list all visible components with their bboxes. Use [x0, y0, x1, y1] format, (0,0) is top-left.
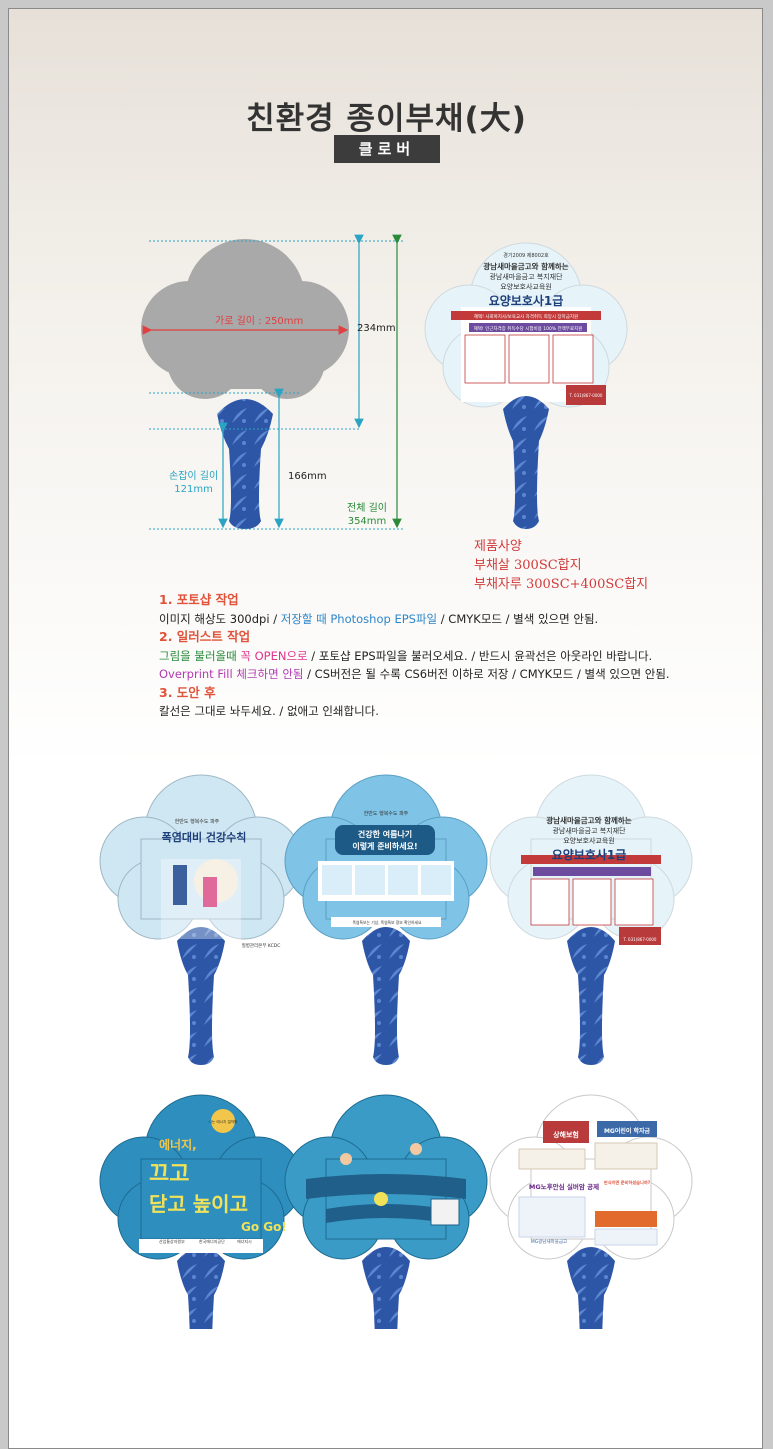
page-frame: 친환경 종이부채(大) 클로버: [8, 8, 763, 1449]
heat-org: 한반도 행복수도 파주: [175, 818, 220, 825]
page-title: 친환경 종이부채(大): [246, 101, 527, 137]
notes-s1-b: 저장할 때 Photoshop EPS파일: [280, 611, 438, 626]
energy-logo1: 산업통상자원부: [159, 1238, 185, 1244]
fan-samples-grid: 한반도 행복수도 파주 폭염대비 건강수칙 질병관리본부 KCDC 한반도 행복…: [99, 774, 693, 1329]
spec-line2: 부채살 300SC합지: [474, 558, 582, 573]
edu2-l3: 요양보호사교육원: [563, 836, 615, 845]
fan-handle-diagram: [217, 399, 273, 529]
subtitle-badge: 클로버: [334, 135, 440, 163]
spec-line1: 제품사양: [474, 539, 522, 554]
summer-footer: 폭염특보는 기상, 폭염특보 정보 확인하세요: [353, 920, 422, 925]
notes-s2-line1: 그림을 불러올때 꼭 OPEN으로 / 포토샵 EPS파일을 불러오세요. / …: [159, 647, 670, 666]
mg-t2: MG어린이 학자금: [604, 1127, 651, 1135]
mg-t3: MG노후안심 실버암 공제: [529, 1182, 599, 1191]
notes-s2-c: / 포토샵 EPS파일을 불러오세요. / 반드시 윤곽선은 아웃라인 바랍니다…: [307, 648, 653, 663]
energy-l3: 닫고 높이고: [149, 1192, 248, 1216]
height-label: 234mm: [357, 323, 396, 334]
handle-height-label: 166mm: [288, 471, 327, 482]
energy-logo2: 한국에너지공단: [199, 1238, 225, 1244]
fan-sample-education: [489, 774, 693, 1065]
energy-l4: Go Go!: [241, 1220, 287, 1234]
notes-s3-title: 3. 도안 후: [159, 684, 216, 700]
total-length-label-l2: 354mm: [347, 516, 387, 527]
total-length-label-l1: 전체 길이: [347, 503, 387, 514]
notes-s3-line: 칼선은 그대로 놔두세요. / 없애고 인쇄합니다.: [159, 704, 379, 718]
energy-l1: 에너지,: [159, 1137, 197, 1152]
edu-phone: T. 031)867-0000: [569, 393, 603, 398]
edu-l3: 요양보호사교육원: [500, 282, 552, 291]
width-label: 가로 길이 : 250mm: [215, 316, 304, 327]
fan-sample-mg: [489, 1094, 693, 1329]
notes-s1-title: 1. 포토샵 작업: [159, 592, 239, 607]
notes-s1-a: 이미지 해상도 300dpi /: [159, 611, 281, 626]
energy-l2: 끄고: [149, 1162, 189, 1187]
mg-footer: MG광남새마을금고: [531, 1238, 567, 1245]
notes-s1-line: 이미지 해상도 300dpi / 저장할 때 Photoshop EPS파일 /…: [159, 610, 670, 629]
work-notes: 1. 포토샵 작업 이미지 해상도 300dpi / 저장할 때 Photosh…: [159, 591, 670, 721]
edu-reg: 경기2009 제8002호: [503, 252, 549, 259]
heat-title: 폭염대비 건강수칙: [162, 830, 247, 844]
summer-org: 한반도 행복수도 파주: [364, 810, 409, 817]
notes-s2-title: 2. 일러스트 작업: [159, 629, 251, 644]
edu-banner2: 혜택! 인근자격증 취득수당 시험비용 100% 전액무료지원: [474, 325, 583, 332]
heat-agency: 질병관리본부 KCDC: [242, 942, 281, 949]
dimension-diagram: [141, 234, 404, 530]
fan-sample-summer: [284, 774, 488, 1065]
edu-banner: 혜택! 사회복지사/보육교사 자격취득 희망시 장학금지원: [474, 313, 578, 320]
handle-length-label-l2: 121mm: [174, 484, 213, 495]
edu-l1: 광남새마을금고와 함께하는: [483, 261, 569, 271]
edu-main: 요양보호사1급: [489, 293, 564, 308]
fan-sample-energy-tips: [284, 1094, 488, 1329]
fan-sample-energy: [99, 1094, 303, 1329]
notes-s2-b: 꼭 OPEN으로: [240, 648, 308, 663]
edu2-main: 요양보호사1급: [552, 847, 627, 862]
fan-sample-education-top: 경기2009 제8002호 광남새마을금고와 함께하는 광남새마을금고 복지재단…: [424, 242, 628, 529]
mg-q: 만식이면 준비하셨습니까?: [604, 1179, 651, 1186]
summer-title-l1: 건강한 여름나기: [358, 829, 412, 839]
notes-s1-c: / CMYK모드 / 별색 있으면 안됨.: [437, 611, 599, 626]
summer-title-l2: 이렇게 준비하세요!: [352, 841, 417, 851]
handle-length-label-l1: 손잡이 길이: [169, 471, 219, 482]
notes-s2-a: 그림을 불러올때: [159, 648, 241, 663]
energy-badge: 나는 에너지 절약왕: [209, 1119, 238, 1124]
spec-line3: 부채자루 300SC+400SC합지: [474, 577, 649, 592]
fan-sample-heat: [99, 774, 303, 1065]
edu-l2: 광남새마을금고 복지재단: [489, 272, 563, 281]
notes-s2-e: / CS버전은 될 수록 CS6버전 이하로 저장 / CMYK모드 / 별색 …: [303, 667, 670, 681]
notes-s2-d: Overprint Fill 체크하면 안됨: [159, 667, 304, 681]
product-spec: 제품사양 부채살 300SC합지 부채자루 300SC+400SC합지: [474, 537, 648, 594]
energy-logo3: 에너지시: [237, 1238, 252, 1244]
handle-length-label: 손잡이 길이 121mm: [169, 470, 218, 496]
notes-s2-line2: Overprint Fill 체크하면 안됨 / CS버전은 될 수록 CS6버…: [159, 665, 670, 684]
edu2-phone: T. 031)867-0000: [623, 937, 657, 942]
edu2-l2: 광남새마을금고 복지재단: [552, 826, 626, 835]
total-length-label: 전체 길이 354mm: [347, 502, 387, 528]
edu2-l1: 광남새마을금고와 함께하는: [546, 815, 632, 825]
mg-t1: 상해보험: [553, 1130, 579, 1139]
